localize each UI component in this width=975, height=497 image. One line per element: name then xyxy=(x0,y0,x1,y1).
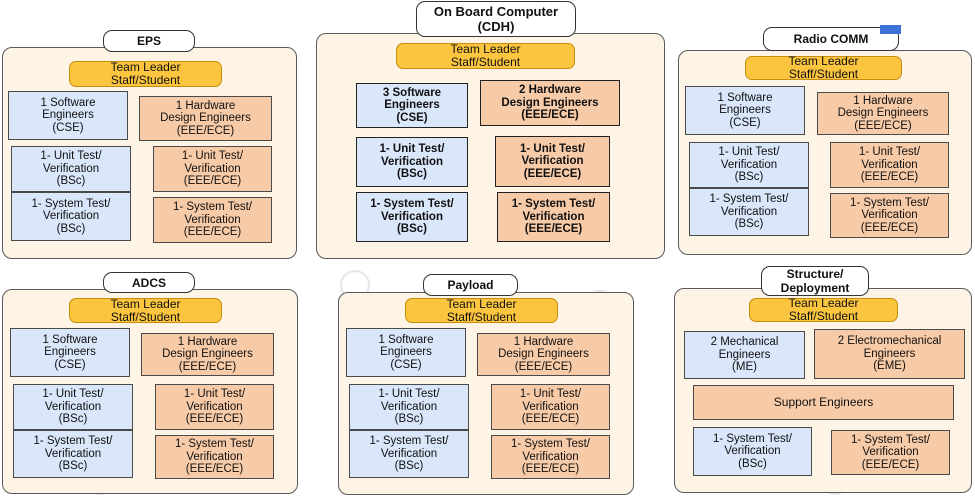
payload-title: Payload xyxy=(423,274,518,296)
payload-hardware-engineers: 1 Hardware Design Engineers (EEE/ECE) xyxy=(477,333,610,376)
adcs-unit-test-eee: 1- Unit Test/ Verification (EEE/ECE) xyxy=(155,384,274,430)
eps-system-test-eee: 1- System Test/ Verification (EEE/ECE) xyxy=(153,197,272,243)
eps-unit-test-eee: 1- Unit Test/ Verification (EEE/ECE) xyxy=(153,146,272,192)
adcs-title: ADCS xyxy=(103,272,195,293)
payload-team-leader: Team Leader Staff/Student xyxy=(405,297,558,323)
adcs-hardware-engineers: 1 Hardware Design Engineers (EEE/ECE) xyxy=(141,333,274,376)
radio-unit-test-eee: 1- Unit Test/ Verification (EEE/ECE) xyxy=(830,142,949,188)
eps-hardware-engineers: 1 Hardware Design Engineers (EEE/ECE) xyxy=(139,96,272,141)
payload-system-test-bsc: 1- System Test/ Verification (BSc) xyxy=(349,430,469,478)
structure-team-leader: Team Leader Staff/Student xyxy=(749,297,898,323)
eps-software-engineers: 1 Software Engineers (CSE) xyxy=(8,91,128,140)
eps-unit-test-bsc: 1- Unit Test/ Verification (BSc) xyxy=(11,146,131,192)
structure-title: Structure/ Deployment xyxy=(761,266,869,296)
structure-support-engineers: Support Engineers xyxy=(693,385,954,420)
cdh-team-leader: Team Leader Staff/Student xyxy=(396,43,575,69)
radio-software-engineers: 1 Software Engineers (CSE) xyxy=(685,86,805,135)
badge-icon xyxy=(880,25,901,34)
radio-unit-test-bsc: 1- Unit Test/ Verification (BSc) xyxy=(689,142,809,188)
cdh-hardware-engineers: 2 Hardware Design Engineers (EEE/ECE) xyxy=(480,80,620,126)
adcs-team-leader: Team Leader Staff/Student xyxy=(69,297,222,323)
radio-team-leader: Team Leader Staff/Student xyxy=(745,55,902,81)
eps-team-leader: Team Leader Staff/Student xyxy=(69,61,222,87)
radio-title: Radio COMM xyxy=(763,27,899,51)
radio-system-test-eee: 1- System Test/ Verification (EEE/ECE) xyxy=(830,193,949,238)
adcs-system-test-bsc: 1- System Test/ Verification (BSc) xyxy=(13,430,133,478)
cdh-title: On Board Computer (CDH) xyxy=(416,1,576,37)
payload-unit-test-bsc: 1- Unit Test/ Verification (BSc) xyxy=(349,384,469,430)
adcs-unit-test-bsc: 1- Unit Test/ Verification (BSc) xyxy=(13,384,133,430)
eps-title: EPS xyxy=(103,30,195,52)
structure-mechanical-engineers: 2 Mechanical Engineers (ME) xyxy=(684,331,805,379)
radio-hardware-engineers: 1 Hardware Design Engineers (EEE/ECE) xyxy=(817,92,949,135)
cdh-unit-test-bsc: 1- Unit Test/ Verification (BSc) xyxy=(356,137,468,187)
structure-system-test-bsc: 1- System Test/ Verification (BSc) xyxy=(693,427,812,476)
eps-system-test-bsc: 1- System Test/ Verification (BSc) xyxy=(11,192,131,241)
cdh-system-test-eee: 1- System Test/ Verification (EEE/ECE) xyxy=(497,192,610,242)
payload-system-test-eee: 1- System Test/ Verification (EEE/ECE) xyxy=(491,435,610,479)
cdh-unit-test-eee: 1- Unit Test/ Verification (EEE/ECE) xyxy=(495,136,610,187)
cdh-system-test-bsc: 1- System Test/ Verification (BSc) xyxy=(356,192,468,242)
structure-system-test-eee: 1- System Test/ Verification (EEE/ECE) xyxy=(831,430,950,475)
payload-software-engineers: 1 Software Engineers (CSE) xyxy=(346,328,466,377)
cdh-software-engineers: 3 Software Engineers (CSE) xyxy=(356,83,468,128)
payload-unit-test-eee: 1- Unit Test/ Verification (EEE/ECE) xyxy=(491,384,610,430)
adcs-system-test-eee: 1- System Test/ Verification (EEE/ECE) xyxy=(155,435,274,479)
radio-system-test-bsc: 1- System Test/ Verification (BSc) xyxy=(689,188,809,236)
adcs-software-engineers: 1 Software Engineers (CSE) xyxy=(10,328,130,377)
structure-electromechanical-engineers: 2 Electromechanical Engineers (EME) xyxy=(814,329,965,379)
